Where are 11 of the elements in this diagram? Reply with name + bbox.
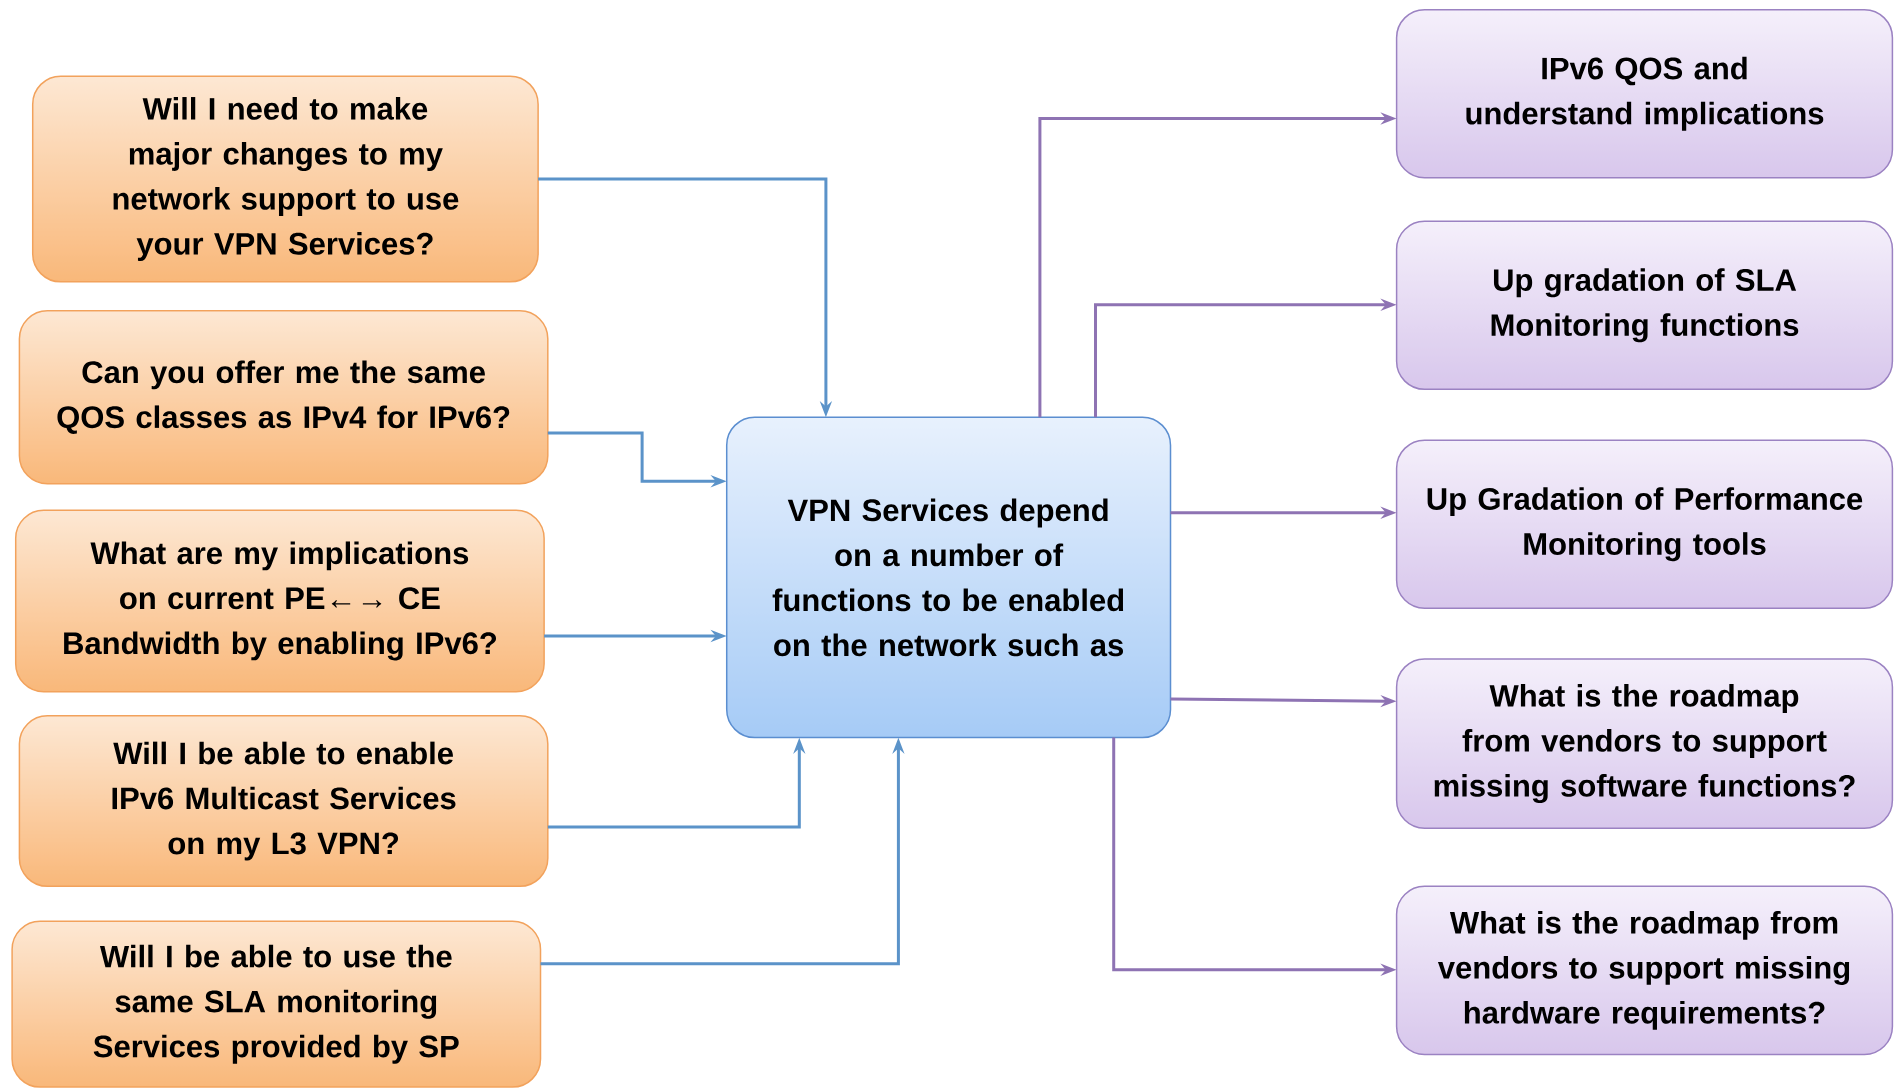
central-box: VPN Services depend on a number of functions to be enabled on the network such as [725,416,1172,739]
topic-box: What is the roadmap from vendors to support missing software functions? [1395,658,1894,829]
question-box: Will I be able to use the same SLA monitoring Services provided by SP [11,920,542,1088]
topic-box: Up Gradation of Performance Monitoring tools [1395,439,1894,609]
question-box: Will I be able to enable IPv6 Multicast Services on my L3 VPN? [18,715,549,888]
topic-box: What is the roadmap from vendors to support missing hardware requirements? [1395,885,1894,1056]
topic-box: IPv6 QOS and understand implications [1395,8,1894,179]
question-box: What are my implications on current PE←→ CE Bandwidth by enabling IPv6? [14,509,545,693]
question-box: Will I need to make major changes to my network support to use your VPN Services? [31,75,539,283]
topic-box: Up gradation of SLA Monitoring functions [1395,220,1894,391]
question-box: Can you offer me the same QOS classes as IPv4 for IPv6? [18,310,549,485]
